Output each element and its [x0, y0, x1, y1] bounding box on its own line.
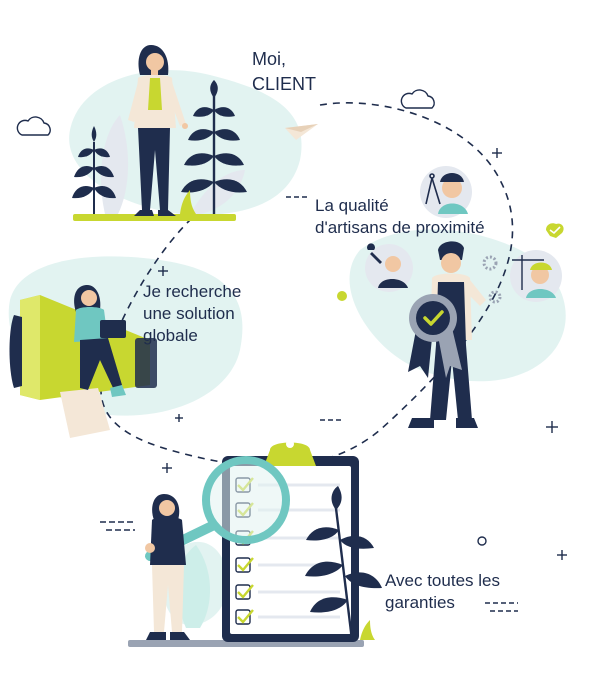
- sparkle-icon: [557, 550, 567, 560]
- grass-lime: [360, 620, 375, 640]
- caption-solution-line3: globale: [143, 326, 198, 345]
- caption-garanties-line1: Avec toutes les: [385, 571, 500, 590]
- scene-megaphone: [9, 284, 157, 438]
- sparkle-icon: [158, 266, 168, 276]
- plant-navy-bottom: [305, 486, 382, 641]
- sparkle-icon: [175, 414, 183, 422]
- scene-client: [72, 45, 247, 221]
- caption-artisans: La qualité d'artisans de proximité: [315, 195, 485, 239]
- checklist-row: [235, 584, 340, 600]
- ground-bar: [73, 214, 236, 221]
- compass-icon: [425, 173, 441, 205]
- cloud-icon: [400, 89, 435, 109]
- avatar-builder: [510, 250, 562, 302]
- caption-solution-line2: une solution: [143, 304, 235, 323]
- sparkle-icon: [546, 421, 558, 433]
- cloud-icon: [16, 116, 51, 136]
- checkmark-icon: [337, 291, 347, 301]
- caption-client-line2: CLIENT: [252, 74, 317, 94]
- scene-artisans: [337, 166, 564, 428]
- woman-inspector: [145, 494, 190, 640]
- scene-garanties: [128, 440, 382, 647]
- woman-laptop: [74, 284, 126, 397]
- plant-navy-small: [72, 126, 116, 214]
- avatar-architect: [420, 166, 472, 218]
- leaf-teal-pale: [176, 545, 211, 628]
- checklist-row: [235, 609, 340, 625]
- plant-navy-tall: [181, 80, 247, 214]
- sparkle-icon: [492, 148, 502, 158]
- gear-icon: [482, 255, 498, 271]
- paper-plane-icon: [285, 124, 318, 140]
- caption-solution-line1: Je recherche: [143, 282, 242, 301]
- grass-lime: [180, 190, 196, 214]
- crane-icon: [512, 255, 544, 290]
- caption-client-line1: Moi,: [252, 49, 287, 69]
- caption-garanties-line2: garanties: [385, 593, 455, 612]
- caption-artisans-line1: La qualité: [315, 196, 389, 215]
- checkmark-icon: [546, 223, 564, 238]
- dot-ring: [477, 536, 487, 546]
- sparkle-icons: [158, 148, 567, 560]
- avatar-mechanic: [365, 243, 413, 292]
- caption-artisans-line2: d'artisans de proximité: [315, 218, 485, 237]
- wrench-icon: [366, 243, 382, 264]
- sparkle-icon: [162, 463, 172, 473]
- medal-icon: [408, 294, 462, 378]
- caption-solution: Je recherche une solution globale: [143, 281, 241, 347]
- woman-client: [128, 45, 188, 216]
- caption-garanties: Avec toutes les garanties: [385, 570, 500, 614]
- dash-marks: [100, 196, 518, 612]
- caption-client: Moi, CLIENT: [252, 47, 316, 97]
- gear-icon: [488, 290, 502, 304]
